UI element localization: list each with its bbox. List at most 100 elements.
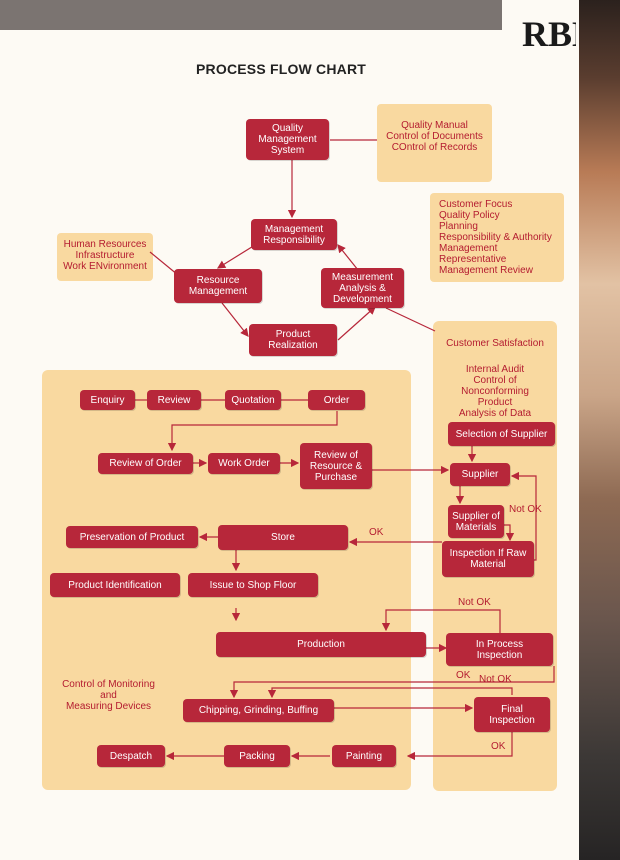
measurement-box: Measurement Analysis & Development bbox=[321, 268, 404, 308]
box-line: Resource bbox=[196, 275, 240, 286]
review-of-order-box: Review of Order bbox=[98, 453, 193, 474]
arrow-inprocess-production-notok bbox=[381, 609, 501, 633]
supplier-of-materials-box: Supplier of Materials bbox=[448, 505, 504, 538]
measure-item: Internal Audit bbox=[465, 364, 525, 375]
note-line: Quality Manual bbox=[401, 120, 468, 131]
box-line: Management bbox=[264, 223, 324, 235]
arrow-order-review bbox=[167, 411, 338, 452]
arrow-inprocess-chipping-ok bbox=[229, 666, 555, 699]
product-realization-box: Product Realization bbox=[249, 324, 337, 356]
measure-item: Analysis of Data bbox=[458, 408, 532, 419]
box-line: Resource & bbox=[309, 460, 363, 472]
qms-note: Quality Manual Control of Documents COnt… bbox=[377, 104, 492, 182]
box-line: Inspection bbox=[476, 649, 523, 661]
preservation-box: Preservation of Product bbox=[66, 526, 198, 548]
box-line: Final bbox=[501, 703, 523, 715]
box-line: Materials bbox=[455, 521, 497, 533]
painting-box: Painting bbox=[332, 745, 396, 767]
box-line: Analysis & bbox=[339, 282, 386, 294]
note-line: Human Resources bbox=[63, 239, 147, 250]
measure-item: Product bbox=[477, 397, 513, 408]
packing-box: Packing bbox=[224, 745, 290, 767]
box-line: Inspection If Raw bbox=[449, 548, 527, 559]
resource-management-box: Resource Management bbox=[174, 269, 262, 303]
page-title: PROCESS FLOW CHART bbox=[196, 61, 367, 77]
box-line: Review of bbox=[314, 449, 358, 461]
box-line: Management bbox=[188, 286, 248, 297]
note-line: Control of Documents bbox=[386, 131, 483, 142]
box-line: Development bbox=[333, 293, 392, 305]
note-line: Customer Focus bbox=[439, 199, 513, 210]
mgmt-note: Customer Focus Quality Policy Planning R… bbox=[430, 193, 564, 282]
note-line: Representative bbox=[439, 254, 507, 265]
review-purchase-box: Review of Resource & Purchase bbox=[300, 443, 372, 489]
supplier-box: Supplier bbox=[450, 463, 510, 486]
box-line: Inspection bbox=[489, 714, 535, 726]
edge-label-notok-final: Not OK bbox=[479, 674, 512, 685]
note-line: Control of Monitoring bbox=[62, 679, 155, 690]
box-line: Realization bbox=[268, 340, 318, 351]
arrow-inspection-supplier-notok bbox=[510, 471, 537, 561]
box-line: Product bbox=[275, 329, 311, 340]
box-line: Quality bbox=[271, 123, 304, 134]
arrow-resource-product bbox=[221, 302, 249, 337]
note-line: Measuring Devices bbox=[65, 701, 152, 712]
box-line: In Process bbox=[475, 638, 524, 650]
logo-text: RBD bbox=[522, 14, 576, 54]
box-line: Purchase bbox=[314, 471, 358, 483]
product-identification-box: Product Identification bbox=[50, 573, 180, 597]
quotation-box: Quotation bbox=[225, 390, 281, 410]
rbd-logo: RBD bbox=[522, 14, 576, 54]
note-line: Management Review bbox=[439, 265, 533, 276]
edge-label-ok-store: OK bbox=[369, 527, 384, 538]
review-box: Review bbox=[147, 390, 201, 410]
note-link-measure bbox=[385, 307, 436, 332]
chipping-box: Chipping, Grinding, Buffing bbox=[183, 699, 334, 722]
customer-satisfaction-label: Customer Satisfaction bbox=[446, 338, 544, 349]
note-line: Infrastructure bbox=[75, 250, 135, 261]
selection-of-supplier-box: Selection of Supplier bbox=[448, 422, 555, 446]
measure-item: Control of bbox=[473, 375, 517, 386]
edge-label-ok-final: OK bbox=[491, 741, 506, 752]
box-line: Responsibility bbox=[263, 234, 325, 246]
note-line: and bbox=[100, 690, 117, 701]
box-line: Supplier of bbox=[452, 510, 500, 522]
box-line: Material bbox=[470, 559, 506, 570]
note-line: Work ENvironment bbox=[63, 261, 147, 272]
note-line: Quality Policy bbox=[439, 210, 500, 221]
production-box: Production bbox=[216, 632, 426, 657]
edge-label-notok-production: Not OK bbox=[458, 597, 491, 608]
qms-box: Quality Management System bbox=[246, 119, 329, 160]
order-box: Order bbox=[308, 390, 365, 410]
monitoring-note: Control of Monitoring and Measuring Devi… bbox=[51, 674, 166, 722]
arrow-final-chipping-notok bbox=[267, 687, 513, 699]
arrow-final-painting-ok bbox=[406, 732, 513, 761]
box-line: Management bbox=[258, 134, 317, 145]
store-box: Store bbox=[218, 525, 348, 550]
top-banner bbox=[0, 0, 502, 30]
despatch-box: Despatch bbox=[97, 745, 165, 767]
note-line: COntrol of Records bbox=[391, 142, 478, 153]
arrow-mgmt-resource bbox=[216, 244, 256, 269]
box-line: Measurement bbox=[331, 271, 394, 283]
arrow-product-measure bbox=[337, 306, 376, 341]
note-line: Management bbox=[439, 243, 498, 254]
note-link-resource bbox=[149, 251, 179, 276]
work-order-box: Work Order bbox=[208, 453, 280, 474]
edge-label-ok-inprocess: OK bbox=[456, 670, 471, 681]
final-inspection-box: Final Inspection bbox=[474, 697, 550, 732]
inspection-raw-material-box: Inspection If Raw Material bbox=[442, 541, 534, 577]
arrow-measure-mgmt bbox=[337, 244, 359, 271]
enquiry-box: Enquiry bbox=[80, 390, 135, 410]
in-process-inspection-box: In Process Inspection bbox=[446, 633, 553, 666]
resource-note: Human Resources Infrastructure Work ENvi… bbox=[57, 233, 153, 281]
measure-item: Nonconforming bbox=[461, 386, 529, 397]
management-responsibility-box: Management Responsibility bbox=[251, 219, 337, 250]
box-line: System bbox=[270, 145, 305, 156]
note-line: Responsibility & Authority bbox=[439, 232, 552, 243]
issue-shop-floor-box: Issue to Shop Floor bbox=[188, 573, 318, 597]
edge-label-notok-supplier: Not OK bbox=[509, 504, 542, 515]
measurement-items: Internal Audit Control of Nonconforming … bbox=[433, 364, 557, 419]
decorative-photo-strip bbox=[579, 0, 620, 860]
